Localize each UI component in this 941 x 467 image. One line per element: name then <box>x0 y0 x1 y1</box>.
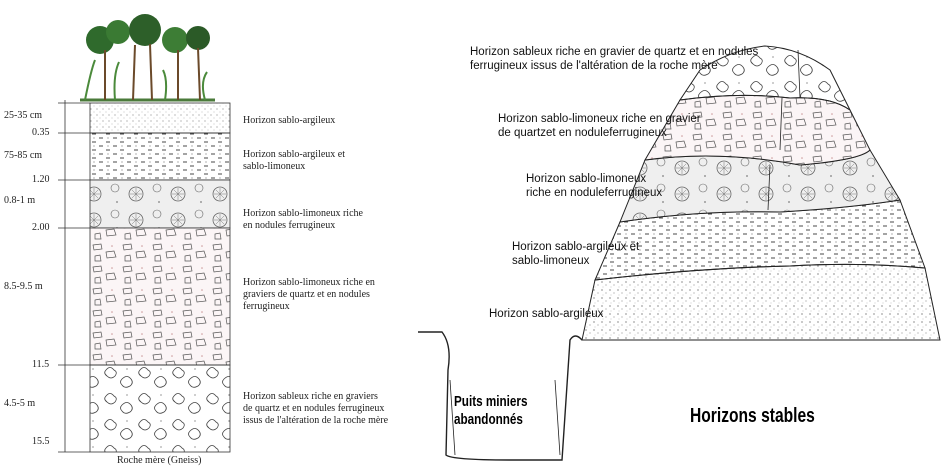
depth-label: 25-35 cm <box>4 110 43 121</box>
stable-horizons-label: Horizons stables <box>690 405 815 427</box>
forest-vegetation <box>80 14 215 102</box>
stable-horizon-label: Horizon sablo-limoneux riche en nodulefe… <box>526 173 663 199</box>
layer-sablo-argileux <box>89 102 231 134</box>
horizon-label: Horizon sablo-limoneux riche en graviers… <box>243 277 375 312</box>
mine-pit-label: Puits miniers abandonnés <box>454 393 528 428</box>
depth-label: 2.00 <box>32 222 50 233</box>
hill-cross-section <box>418 45 941 461</box>
stable-horizon-label: Horizon sableux riche en gravier de quar… <box>470 46 759 72</box>
depth-label: 11.5 <box>32 359 50 370</box>
layer-nodules <box>89 179 231 229</box>
horizon-label: Horizon sablo-limoneux riche en nodules … <box>243 208 363 231</box>
stable-horizon-label: Horizon sablo-argileux <box>489 308 604 320</box>
layer-alteration <box>89 364 231 453</box>
stable-horizon-label: Horizon sablo-limoneux riche en gravier … <box>498 113 701 139</box>
layer-graviers <box>89 227 231 366</box>
depth-label: 8.5-9.5 m <box>4 281 43 292</box>
depth-label: 4.5-5 m <box>4 398 36 409</box>
depth-label: 75-85 cm <box>4 150 43 161</box>
depth-label: 15.5 <box>32 436 50 447</box>
stable-horizon-label: Horizon sablo-argileux et sablo-limoneux <box>512 241 640 267</box>
depth-label: 0.8-1 m <box>4 195 36 206</box>
abandoned-mine-pit <box>418 331 583 461</box>
horizon-label: Horizon sableux riche en graviers de qua… <box>243 391 389 426</box>
depth-label: 1.20 <box>32 174 50 185</box>
bedrock-label: Roche mère (Gneiss) <box>117 455 202 466</box>
depth-axis <box>58 100 90 453</box>
layer-stable-alteration <box>678 45 851 111</box>
layer-sablo-argileux-limoneux <box>89 132 231 181</box>
horizon-label: Horizon sablo-argileux <box>243 115 336 126</box>
depth-label: 0.35 <box>32 127 50 138</box>
horizon-label: Horizon sablo-argileux et sablo-limoneux <box>243 149 346 172</box>
